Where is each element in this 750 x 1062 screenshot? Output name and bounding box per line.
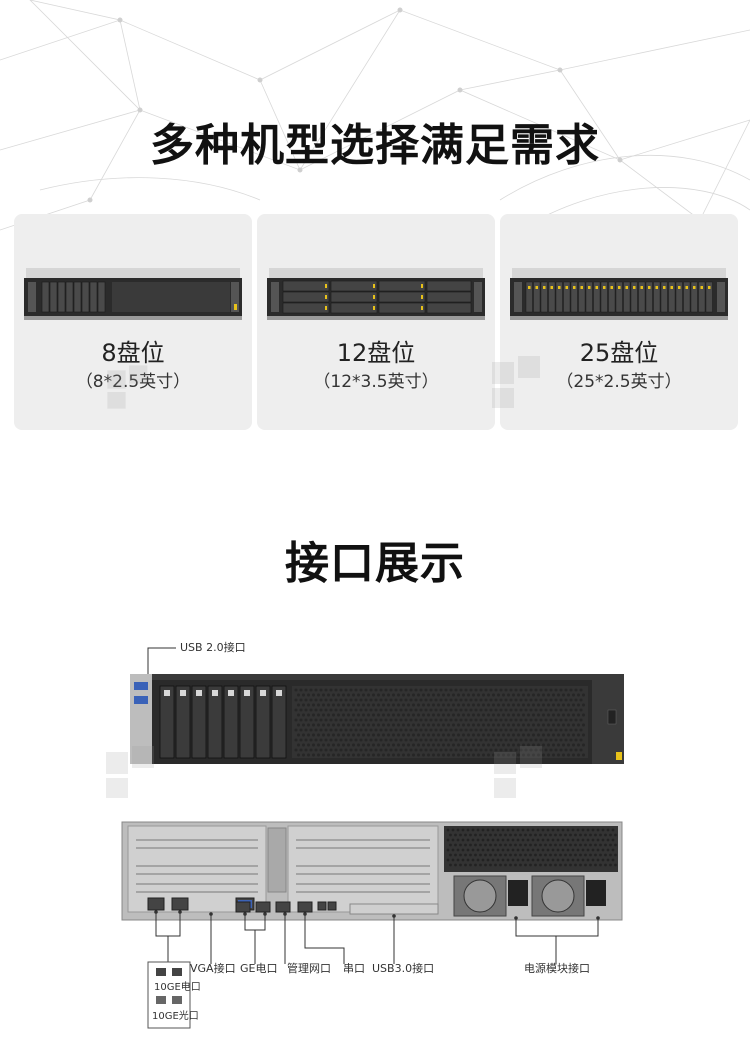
model-capacity: 8盘位 [101, 339, 165, 367]
label-10ge-fiber: 10GE光口 [152, 1011, 199, 1022]
label-serial-port: 串口 [343, 962, 365, 975]
watermark-logo-icon [107, 365, 148, 409]
watermark-logo-icon [494, 746, 542, 798]
server-rear-view-icon [121, 821, 623, 1029]
model-spec: （25*2.5英寸） [556, 372, 682, 392]
section-title-models: 多种机型选择满足需求 [150, 120, 600, 171]
label-usb2-port: USB 2.0接口 [180, 641, 246, 654]
model-card-12-bay[interactable]: 12盘位 （12*3.5英寸） [257, 214, 495, 430]
label-10ge-copper: 10GE电口 [154, 982, 201, 993]
label-mgmt-port: 管理网口 [287, 962, 331, 975]
server-front-icon [267, 268, 485, 320]
server-front-icon [24, 268, 242, 320]
model-spec: （8*2.5英寸） [14, 370, 252, 394]
watermark-logo-icon [106, 746, 154, 798]
model-capacity: 12盘位 [336, 339, 416, 367]
model-spec: （12*3.5英寸） [313, 372, 439, 392]
label-vga-port: VGA接口 [190, 962, 236, 975]
model-capacity: 25盘位 [579, 339, 659, 367]
label-ge-port: GE电口 [240, 962, 278, 975]
label-usb3-port: USB3.0接口 [372, 962, 435, 975]
label-psu-port: 电源模块接口 [524, 962, 590, 975]
model-card-8-bay[interactable]: 8盘位 （8*2.5英寸） [14, 214, 252, 430]
watermark-logo-icon [492, 356, 540, 408]
server-front-icon [510, 268, 728, 320]
model-card-25-bay[interactable]: 25盘位 （25*2.5英寸） [500, 214, 738, 430]
server-front-view-icon [130, 647, 624, 764]
section-title-ports: 接口展示 [285, 538, 465, 589]
